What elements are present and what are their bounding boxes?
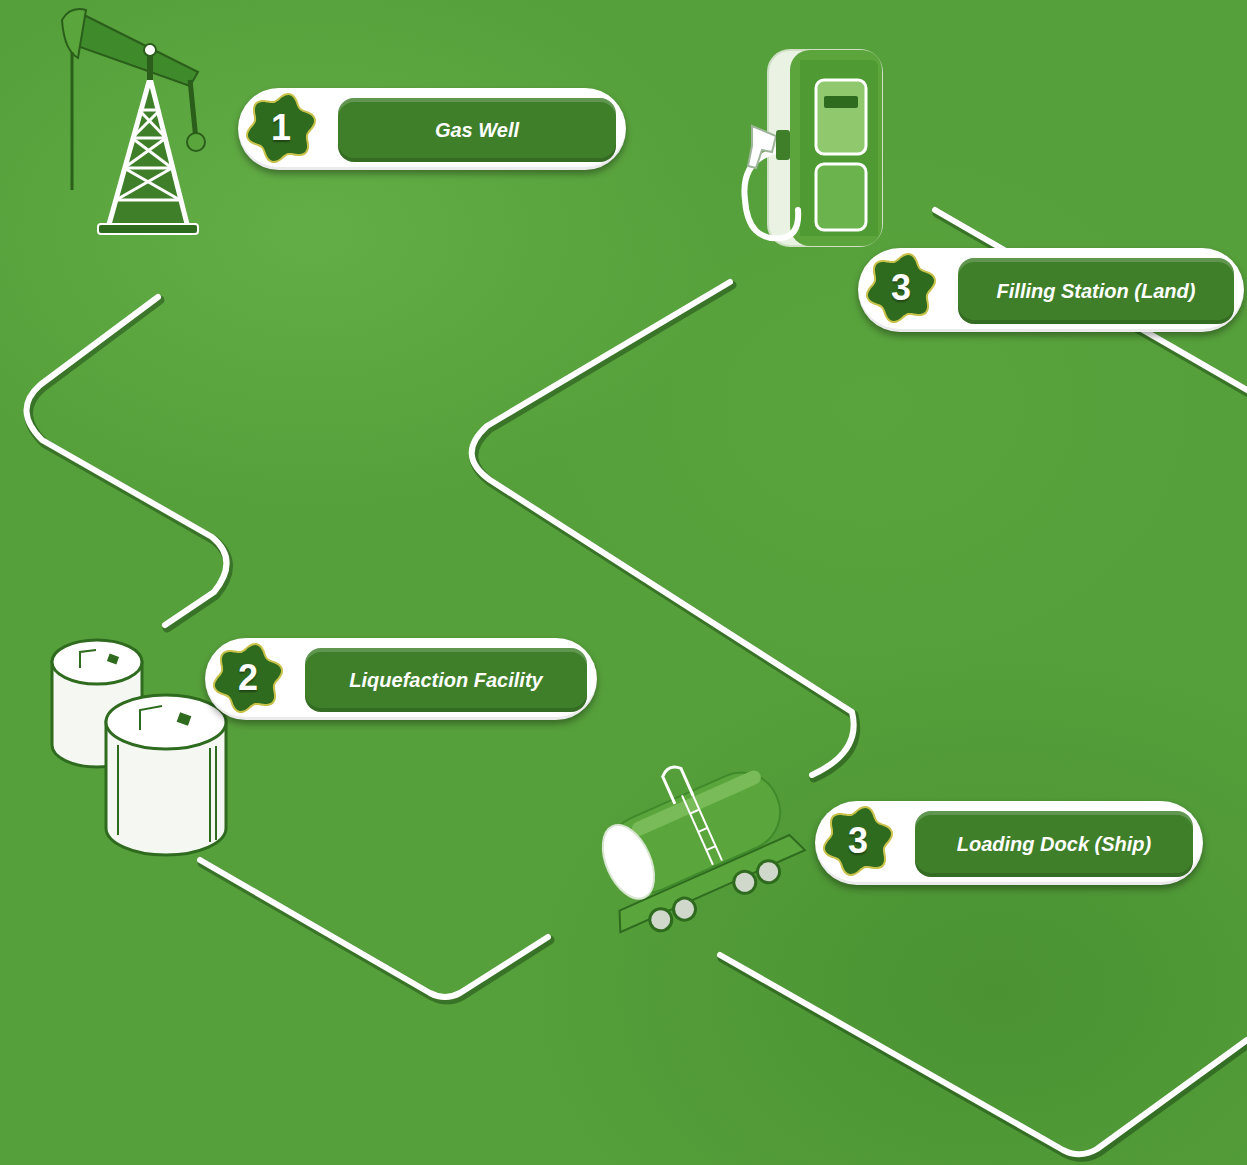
step-name: Loading Dock (Ship) bbox=[953, 832, 1155, 856]
storage-tank-icon-part bbox=[177, 712, 192, 726]
callout-badge: 3 bbox=[820, 803, 896, 879]
storage-tank-icon-part bbox=[80, 650, 96, 668]
fuel-pump-icon-part bbox=[800, 60, 878, 236]
tank-car-icon-part bbox=[754, 857, 783, 886]
fuel-pump-icon-part bbox=[768, 50, 882, 246]
road-line-part bbox=[200, 860, 548, 997]
callout-number: 3 bbox=[863, 250, 939, 326]
storage-tank-icon-part bbox=[117, 745, 119, 835]
road-line-part bbox=[935, 210, 1247, 390]
pump-jack-icon-part-part bbox=[132, 138, 172, 168]
pump-jack-icon-part bbox=[66, 12, 198, 86]
pump-jack-icon-part-part bbox=[139, 110, 166, 138]
label-plate: Liquefaction Facility bbox=[305, 648, 587, 712]
road-line-shadow-part bbox=[722, 958, 1247, 1157]
step-name: Gas Well bbox=[431, 118, 523, 142]
tank-car-icon-part bbox=[670, 895, 699, 924]
pump-jack-icon-part-part bbox=[124, 167, 172, 170]
callout-badge: 1 bbox=[243, 90, 319, 166]
fuel-pump-icon-part bbox=[816, 164, 866, 230]
pump-jack-icon-part-part bbox=[132, 137, 166, 140]
road-line-shadow-part bbox=[202, 863, 550, 1000]
pump-jack-icon-part bbox=[71, 52, 74, 190]
step-name: Liquefaction Facility bbox=[345, 668, 546, 692]
pump-jack-icon-part bbox=[98, 224, 198, 234]
step-label: 2 Liquefaction Facility bbox=[205, 638, 597, 720]
fuel-pump-icon-part bbox=[748, 126, 776, 168]
pump-jack-icon-part-part bbox=[124, 138, 166, 168]
pump-jack-icon-part-part bbox=[132, 110, 160, 138]
storage-tank-icon-part bbox=[52, 640, 142, 684]
callout-number: 2 bbox=[210, 640, 286, 716]
tank-car-icon-part bbox=[690, 810, 699, 814]
road-line-shadow bbox=[28, 213, 1247, 1157]
road-line-part bbox=[26, 297, 226, 625]
storage-tank-icon-part bbox=[106, 695, 226, 749]
storage-tank-icon-part bbox=[209, 748, 211, 842]
road-line-part bbox=[720, 955, 1247, 1154]
step-label: 3 Filling Station (Land) bbox=[858, 248, 1244, 332]
storage-tank-icon-part bbox=[215, 746, 217, 840]
pump-jack-icon-part bbox=[108, 78, 188, 228]
step-label: 3 Loading Dock (Ship) bbox=[815, 801, 1203, 885]
fuel-pump-icon-part bbox=[790, 50, 882, 246]
label-plate: Loading Dock (Ship) bbox=[915, 811, 1193, 877]
road-line bbox=[26, 210, 1247, 1154]
callout-badge: 3 bbox=[863, 250, 939, 326]
storage-tank-icon-part bbox=[140, 706, 162, 730]
callout-badge: 2 bbox=[210, 640, 286, 716]
pump-jack-icon-part bbox=[190, 80, 196, 140]
label-plate: Gas Well bbox=[338, 98, 616, 162]
pump-jack-icon bbox=[62, 9, 205, 234]
fuel-pump-icon-part bbox=[816, 80, 866, 154]
pump-jack-icon-part bbox=[144, 44, 156, 56]
pump-jack-icon-part-part bbox=[124, 168, 180, 200]
pump-jack-icon-part bbox=[62, 9, 86, 58]
road-line-shadow-part bbox=[28, 300, 228, 628]
tank-car-icon-part bbox=[706, 846, 715, 850]
storage-tank-icon bbox=[52, 640, 226, 855]
step-name: Filling Station (Land) bbox=[993, 279, 1200, 303]
tank-car-icon-part bbox=[592, 817, 664, 906]
fuel-pump-icon-part bbox=[776, 130, 790, 160]
pump-jack-icon-part-part bbox=[116, 199, 180, 202]
fuel-pump-icon-part bbox=[824, 96, 858, 108]
tank-car-icon-part bbox=[698, 828, 707, 832]
tank-car-icon-part bbox=[730, 868, 759, 897]
tank-car-icon-part bbox=[646, 905, 675, 934]
callout-number: 1 bbox=[243, 90, 319, 166]
label-plate: Filling Station (Land) bbox=[958, 258, 1234, 324]
tank-car-icon-part bbox=[661, 764, 694, 804]
tank-car-icon-part bbox=[691, 791, 722, 860]
pump-jack-icon-part bbox=[187, 133, 205, 151]
step-label: 1 Gas Well bbox=[238, 88, 626, 170]
callout-number: 3 bbox=[820, 803, 896, 879]
pump-jack-icon-part bbox=[116, 110, 180, 200]
storage-tank-icon-part bbox=[107, 654, 119, 665]
tank-car-icon bbox=[567, 731, 811, 947]
pump-jack-icon-part-part bbox=[116, 168, 172, 200]
fuel-pump-icon bbox=[744, 50, 882, 246]
